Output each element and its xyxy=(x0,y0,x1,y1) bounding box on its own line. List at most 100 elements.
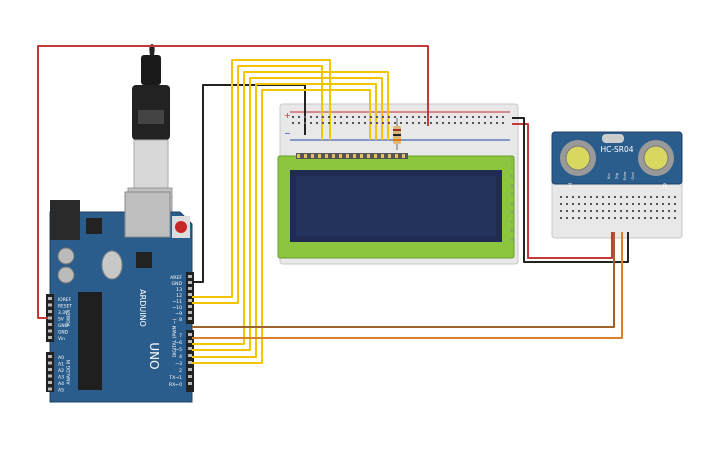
breadboard-hole xyxy=(502,116,504,118)
breadboard-hole xyxy=(448,122,450,124)
breadboard-hole xyxy=(490,122,492,124)
breadboard-hole xyxy=(382,122,384,124)
breadboard-hole xyxy=(590,210,592,212)
breadboard-hole xyxy=(310,116,312,118)
lcd-pin xyxy=(311,154,314,158)
header-pin xyxy=(188,340,192,343)
breadboard-hole xyxy=(572,210,574,212)
breadboard-hole xyxy=(340,116,342,118)
analog-pin-label: A2 xyxy=(58,368,64,374)
breadboard-hole xyxy=(650,217,652,219)
breadboard-hole xyxy=(298,116,300,118)
breadboard-hole xyxy=(572,196,574,198)
header-pin xyxy=(188,293,192,296)
breadboard-hole xyxy=(394,116,396,118)
breadboard-hole xyxy=(638,210,640,212)
header-pin xyxy=(188,354,192,357)
breadboard-hole xyxy=(370,116,372,118)
header-pin xyxy=(48,329,52,333)
breadboard-hole xyxy=(644,210,646,212)
row-letter: e xyxy=(510,201,513,207)
header-pin xyxy=(188,311,192,314)
breadboard-hole xyxy=(674,217,676,219)
breadboard-hole xyxy=(328,122,330,124)
header-pin xyxy=(48,297,52,300)
resistor xyxy=(393,118,401,150)
breadboard-hole xyxy=(388,116,390,118)
header-pin xyxy=(48,387,52,391)
analog-label: ANALOG IN xyxy=(66,359,72,384)
breadboard-hole xyxy=(590,196,592,198)
breadboard-hole xyxy=(388,122,390,124)
digital-pin-label: 12 xyxy=(176,293,182,299)
header-pin xyxy=(48,310,52,313)
breadboard-hole xyxy=(668,210,670,212)
breadboard-hole xyxy=(620,217,622,219)
breadboard-hole xyxy=(376,122,378,124)
sensor-pin-label: Vcc xyxy=(607,173,611,179)
breadboard-hole xyxy=(656,196,658,198)
breadboard-hole xyxy=(560,203,562,205)
power-pin-label: IOREF xyxy=(58,297,72,303)
arduino-brand: ARDUINO xyxy=(138,289,147,327)
breadboard-hole xyxy=(650,196,652,198)
breadboard-hole xyxy=(560,210,562,212)
breadboard-hole xyxy=(370,122,372,124)
breadboard-hole xyxy=(364,122,366,124)
breadboard-hole xyxy=(382,116,384,118)
breadboard-hole xyxy=(394,122,396,124)
breadboard-hole xyxy=(662,203,664,205)
power-pin-label: GND xyxy=(58,330,69,336)
breadboard-hole xyxy=(614,217,616,219)
digital-pin-label: ~9 xyxy=(175,311,182,317)
breadboard-hole xyxy=(484,116,486,118)
breadboard-hole xyxy=(478,122,480,124)
header-pin xyxy=(188,305,192,308)
breadboard-hole xyxy=(304,122,306,124)
breadboard-hole xyxy=(662,210,664,212)
lcd-pin xyxy=(374,154,377,158)
breadboard-hole xyxy=(638,217,640,219)
header-pin xyxy=(48,368,52,371)
breadboard-hole xyxy=(292,122,294,124)
breadboard-hole xyxy=(316,122,318,124)
breadboard-hole xyxy=(346,116,348,118)
breadboard-hole xyxy=(638,203,640,205)
power-pin-label: GND xyxy=(58,323,69,329)
breadboard-hole xyxy=(632,217,634,219)
power-pin-label: 5V xyxy=(58,317,64,323)
breadboard-hole xyxy=(596,217,598,219)
breadboard-hole xyxy=(478,116,480,118)
breadboard-hole xyxy=(442,122,444,124)
lcd-pin xyxy=(325,154,328,158)
lcd-pin xyxy=(395,154,398,158)
breadboard-hole xyxy=(632,196,634,198)
breadboard-hole xyxy=(502,122,504,124)
breadboard-hole xyxy=(620,196,622,198)
power-pin-label: RESET xyxy=(58,304,72,310)
lcd-pin xyxy=(353,154,356,158)
row-letter: b xyxy=(510,228,513,234)
header-pin xyxy=(188,287,192,290)
lcd-pin xyxy=(297,154,300,158)
wires xyxy=(37,45,629,364)
header-pin xyxy=(48,355,52,358)
breadboard-hole xyxy=(442,116,444,118)
breadboard-hole xyxy=(572,203,574,205)
breadboard-hole xyxy=(632,203,634,205)
breadboard-hole xyxy=(412,122,414,124)
breadboard-hole xyxy=(602,217,604,219)
breadboard-hole xyxy=(608,196,610,198)
breadboard-minus-label: − xyxy=(284,129,291,138)
analog-pin-label: A3 xyxy=(58,375,64,381)
breadboard-hole xyxy=(656,217,658,219)
power-pin-label: 3.3V xyxy=(58,310,68,316)
lcd-pin xyxy=(367,154,370,158)
lcd-pin xyxy=(332,154,335,158)
row-letter: i xyxy=(511,165,512,171)
sensor-left-mark: T xyxy=(567,183,572,190)
breadboard-hole xyxy=(602,203,604,205)
header-pin xyxy=(188,382,192,385)
header-pin xyxy=(188,299,192,302)
power-pin-label: Vin xyxy=(58,336,65,342)
